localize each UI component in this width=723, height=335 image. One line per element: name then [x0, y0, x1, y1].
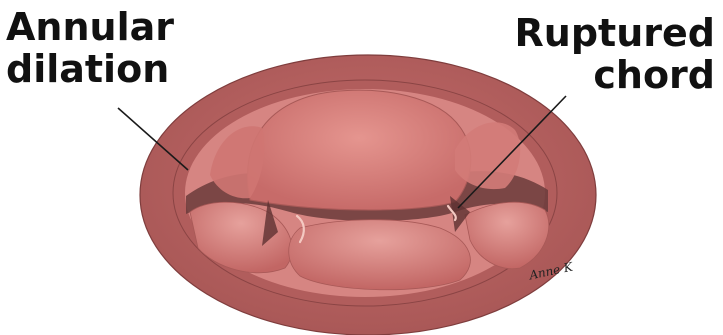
label-ruptured-chord: Ruptured chord — [515, 12, 715, 96]
label-ruptured-chord-line1: Ruptured — [515, 12, 715, 54]
label-annular-dilation: Annular dilation — [6, 6, 174, 90]
label-annular-dilation-line2: dilation — [6, 48, 174, 90]
label-ruptured-chord-line2: chord — [515, 54, 715, 96]
lower-center-leaflet — [289, 220, 471, 290]
label-annular-dilation-line1: Annular — [6, 6, 174, 48]
